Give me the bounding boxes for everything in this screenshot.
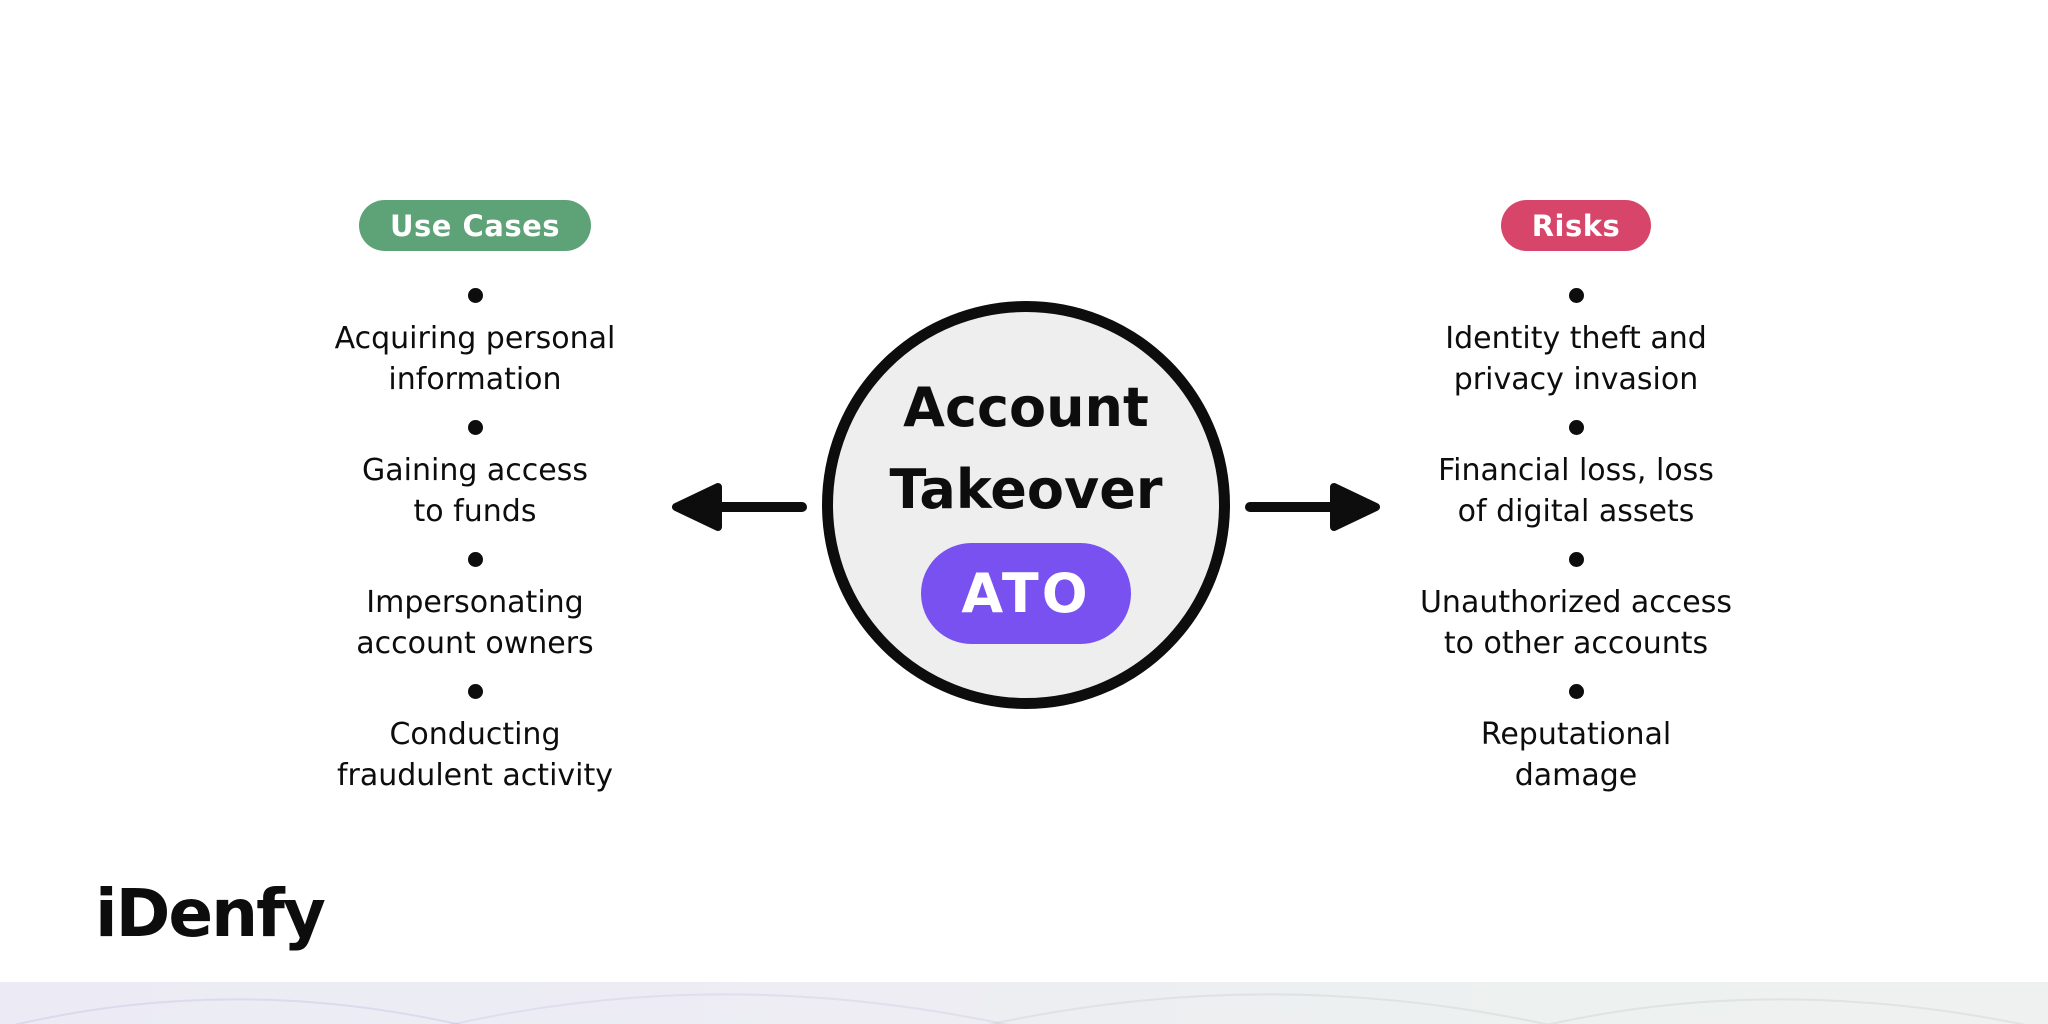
risk-line: Unauthorized access	[1419, 585, 1733, 620]
footer-band-curves-icon	[14, 993, 2026, 1024]
ato-circle: Account Takeover ATO	[822, 301, 1230, 709]
use-case-item: Impersonating account owners	[356, 582, 593, 664]
use-case-line: to funds	[413, 494, 537, 529]
ato-title-line1: Account	[903, 375, 1149, 439]
ato-acronym-pill: ATO	[921, 542, 1131, 644]
use-case-line: information	[388, 362, 562, 397]
ato-title: Account Takeover	[890, 367, 1163, 531]
risk-line: privacy invasion	[1453, 362, 1699, 397]
risk-line: to other accounts	[1443, 626, 1709, 661]
bullet-dot-icon	[467, 684, 483, 699]
risk-item: Unauthorized access to other accounts	[1420, 582, 1732, 664]
use-case-line: fraudulent activity	[336, 758, 614, 793]
risks-column: Risks Identity theft and privacy invasion…	[1346, 200, 1806, 816]
ato-title-line2: Takeover	[889, 457, 1163, 521]
risk-item: Reputational damage	[1481, 714, 1671, 796]
risk-item: Financial loss, loss of digital assets	[1438, 450, 1714, 532]
risks-badge: Risks	[1500, 200, 1652, 251]
use-case-item: Acquiring personal information	[335, 318, 616, 400]
use-case-item: Gaining access to funds	[362, 450, 588, 532]
use-case-line: account owners	[356, 626, 594, 661]
bullet-dot-icon	[1568, 684, 1584, 699]
left-arrow-icon	[672, 483, 807, 531]
use-case-line: Acquiring personal	[334, 321, 616, 356]
use-cases-badge: Use Cases	[358, 200, 592, 251]
footer-decorative-band	[0, 982, 2048, 1024]
risk-line: damage	[1514, 758, 1638, 793]
right-arrow-icon	[1245, 483, 1380, 531]
risk-line: Reputational	[1480, 717, 1672, 752]
risk-line: of digital assets	[1457, 494, 1695, 529]
risk-line: Identity theft and	[1445, 321, 1707, 356]
ato-acronym-label: ATO	[961, 561, 1091, 625]
use-case-line: Gaining access	[362, 453, 588, 488]
idenfy-logo: iDenfy	[95, 875, 326, 952]
bullet-dot-icon	[467, 420, 483, 435]
use-case-item: Conducting fraudulent activity	[337, 714, 613, 796]
bullet-dot-icon	[467, 552, 483, 567]
risk-line: Financial loss, loss	[1438, 453, 1714, 488]
use-case-line: Impersonating	[366, 585, 584, 620]
risk-item: Identity theft and privacy invasion	[1445, 318, 1707, 400]
bullet-dot-icon	[1568, 288, 1584, 303]
bullet-dot-icon	[1568, 552, 1584, 567]
use-case-line: Conducting	[389, 717, 561, 752]
use-cases-badge-label: Use Cases	[389, 208, 561, 243]
risks-badge-label: Risks	[1531, 208, 1621, 243]
bullet-dot-icon	[467, 288, 483, 303]
bullet-dot-icon	[1568, 420, 1584, 435]
